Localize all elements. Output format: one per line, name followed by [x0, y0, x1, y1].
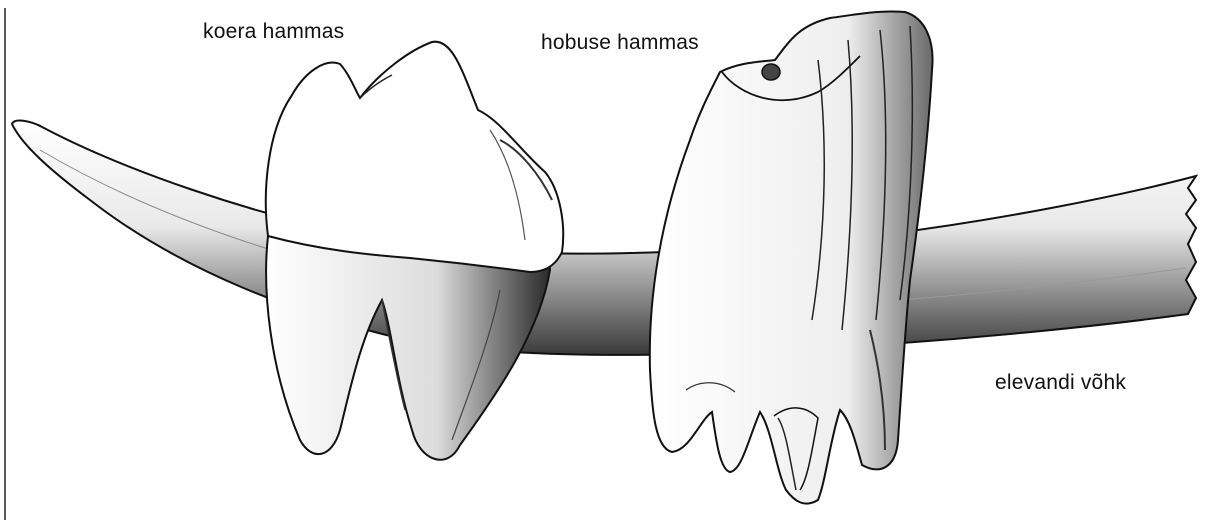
elephant-tusk-drawing [12, 121, 1196, 355]
horse-tooth-drawing [650, 11, 933, 503]
dog-tooth-drawing [266, 42, 563, 460]
elephant-tusk-label: elevandi võhk [995, 371, 1126, 395]
dog-tooth-label: koera hammas [203, 20, 344, 44]
horse-tooth-label: hobuse hammas [541, 31, 699, 55]
